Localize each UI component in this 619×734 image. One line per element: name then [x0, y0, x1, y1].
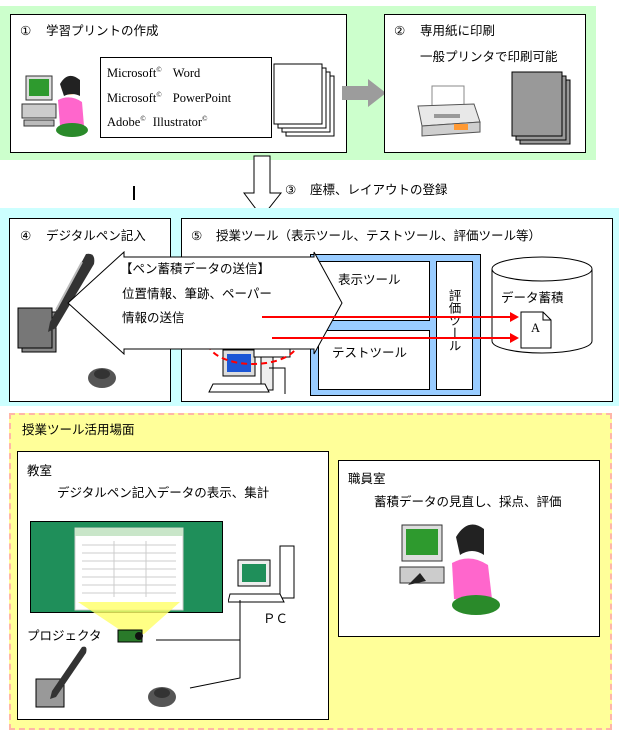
step3-label: 座標、レイアウトの登録 [310, 182, 448, 197]
software-name: Adobe [107, 115, 141, 130]
step2-number: ② [394, 23, 406, 38]
display-tool-label: 表示ツール [338, 272, 401, 287]
data-storage-label: データ蓄積 [501, 290, 564, 305]
usage-title: 授業ツール活用場面 [22, 422, 135, 437]
software-name: Microsoft [107, 66, 157, 81]
software-name: Microsoft [107, 91, 157, 106]
red-flow-arrows [262, 312, 519, 343]
software-suffix: Word [172, 66, 201, 81]
software-list-box [100, 57, 272, 138]
step1-number: ① [20, 23, 32, 38]
printed-sheets-icon [511, 71, 571, 145]
step2-subtitle: 一般プリンタで印刷可能 [420, 49, 558, 64]
evaluation-tool-label: 評価ツール [446, 289, 462, 352]
pen-data-heading: 【ペン蓄積データの送信】 [120, 261, 271, 276]
step5-title: 授業ツール（表示ツール、テストツール、評価ツール等） [216, 228, 542, 243]
test-tool-label: テストツール [332, 345, 408, 360]
software-item-illustrator: Adobe© Illustrator© [107, 115, 207, 130]
transmission-arrow-icon [67, 251, 343, 356]
copyright-mark: © [140, 115, 146, 123]
projector-icon [117, 629, 143, 643]
software-item-word: Microsoft© Word [107, 66, 200, 81]
pen-data-line1: 位置情報、筆跡、ペーパー [122, 286, 272, 301]
staffroom-title: 職員室 [348, 471, 386, 486]
copyright-mark: © [156, 66, 162, 74]
printer-icon [417, 85, 481, 137]
step4-title: デジタルペン記入 [46, 228, 146, 243]
step2-title: 専用紙に印刷 [420, 23, 496, 38]
evaluation-tool-box [436, 261, 473, 390]
software-suffix: PowerPoint [172, 91, 232, 106]
step1-title: 学習プリントの作成 [46, 23, 159, 38]
step5-number: ⑤ [191, 228, 203, 243]
projector-beam-icon [78, 602, 180, 634]
teacher-at-computer-icon [399, 524, 500, 615]
print-arrow-icon [342, 79, 386, 107]
classroom-pen-icon [35, 646, 176, 708]
data-storage-icon [491, 256, 593, 354]
stored-sheet-letter: A [531, 321, 541, 335]
computer-icon [208, 345, 286, 394]
copyright-mark: © [202, 115, 208, 123]
step4-number: ④ [20, 228, 32, 243]
test-tool-box [318, 330, 430, 390]
projector-label: プロジェクタ [27, 628, 102, 643]
software-item-powerpoint: Microsoft© PowerPoint [107, 91, 231, 106]
projected-screen-icon [74, 527, 184, 611]
stored-sheet-icon [520, 311, 552, 349]
pen-data-line2: 情報の送信 [122, 310, 185, 325]
document-stack-icon [273, 63, 335, 137]
pc-cables [156, 600, 241, 689]
pc-label: ＰＣ [263, 611, 289, 626]
person-at-computer-icon [21, 75, 88, 137]
classroom-description: デジタルペン記入データの表示、集計 [57, 485, 270, 500]
classroom-title: 教室 [27, 463, 53, 478]
software-suffix: Illustrator [152, 115, 203, 130]
staffroom-description: 蓄積データの見直し、採点、評価 [374, 494, 562, 509]
step3-number: ③ [285, 182, 297, 197]
digital-pen-icon [17, 253, 116, 388]
divider-mark [133, 186, 135, 200]
classroom-pc-icon [228, 545, 295, 603]
copyright-mark: © [156, 91, 162, 99]
registration-arrow-icon [243, 155, 283, 218]
